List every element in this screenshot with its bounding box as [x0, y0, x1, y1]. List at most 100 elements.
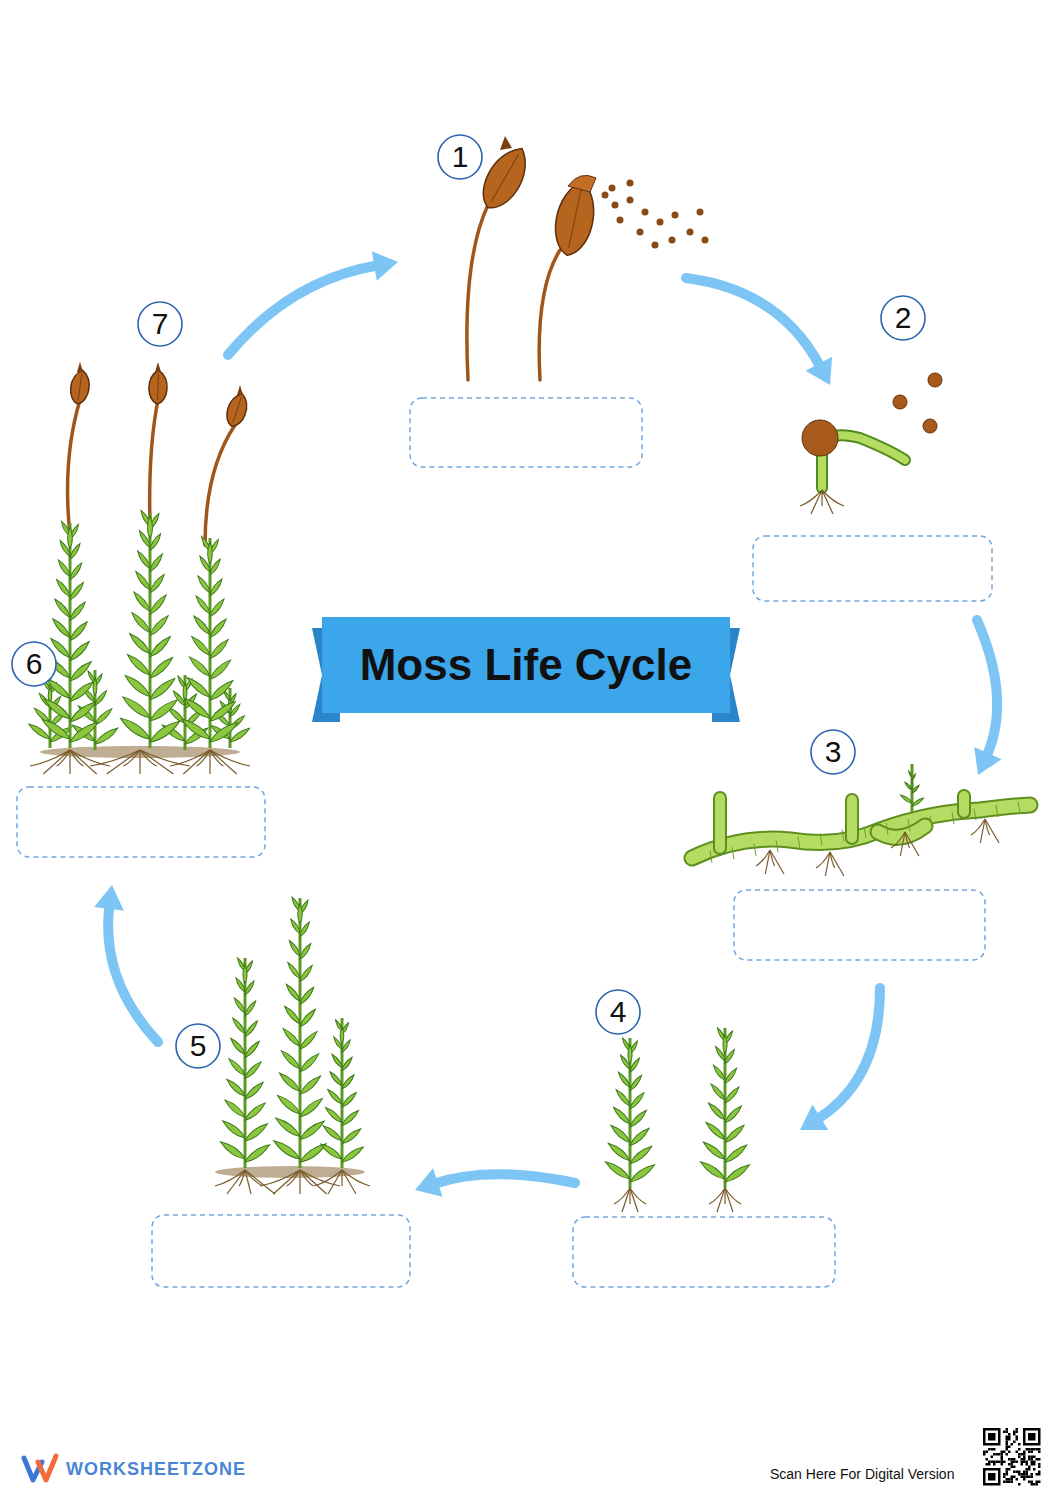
moss-leaf: [40, 716, 72, 742]
rhizoid: [770, 850, 775, 866]
rhizoid: [830, 852, 844, 876]
qr-module: [1033, 1468, 1036, 1471]
moss-leaf: [68, 581, 85, 601]
moss-leaf: [277, 1071, 302, 1094]
cell-wall: [974, 809, 976, 821]
moss-leaf: [243, 965, 247, 985]
moss-leaf: [121, 694, 153, 721]
protonema-filament: [692, 805, 1030, 858]
cell-wall: [886, 823, 888, 835]
cycle-arrow-head: [372, 251, 398, 281]
moss-leaf: [147, 516, 152, 539]
footer-note: Scan Here For Digital Version: [770, 1466, 954, 1482]
moss-leaf: [68, 719, 100, 745]
moss-leaf: [148, 573, 166, 595]
moss-leaf: [614, 1088, 632, 1107]
qr-module: [1006, 1453, 1009, 1456]
qr-module: [1031, 1448, 1034, 1451]
moss-leaf: [341, 1056, 354, 1072]
qr-module: [991, 1456, 994, 1459]
rhizoid: [822, 490, 833, 514]
moss-leaf: [136, 550, 152, 570]
qr-module: [993, 1448, 996, 1451]
qr-module: [1013, 1476, 1016, 1479]
qr-module: [1001, 1451, 1004, 1454]
spore: [642, 209, 649, 216]
protonema-bud: [713, 798, 727, 848]
cell-wall: [930, 816, 932, 828]
qr-module: [1023, 1473, 1026, 1476]
qr-module: [1028, 1466, 1031, 1469]
qr-module: [1021, 1453, 1024, 1456]
rhizoid: [57, 750, 70, 766]
spore: [657, 219, 664, 226]
capsule-stalk: [467, 205, 488, 380]
cycle-arrow-head: [415, 1168, 443, 1196]
qr-module: [1011, 1458, 1014, 1461]
moss-leaf: [221, 1118, 247, 1140]
protonema-filament: [878, 826, 925, 837]
qr-module: [1026, 1473, 1029, 1476]
moss-leaf: [148, 614, 171, 638]
leafy-shoot: [180, 535, 240, 748]
rhizoid: [299, 1170, 300, 1194]
capsule-stalk: [150, 400, 158, 525]
moss-leaf: [208, 658, 233, 682]
cycle-arrow-line: [686, 278, 821, 367]
qr-module: [1028, 1448, 1031, 1451]
capsule-stalk: [205, 425, 235, 545]
spore-capsule: [474, 140, 537, 215]
moss-leaf: [298, 1096, 325, 1119]
spore: [923, 419, 937, 433]
moss-leaf: [279, 1049, 302, 1071]
qr-module: [1006, 1431, 1009, 1434]
rhizoid: [825, 852, 830, 876]
qr-module: [1038, 1481, 1041, 1484]
qr-module: [1008, 1451, 1011, 1454]
qr-finder: [1026, 1431, 1039, 1444]
moss-leaf: [208, 578, 224, 598]
qr-module: [1031, 1456, 1034, 1459]
moss-leaf: [185, 675, 212, 700]
spore: [702, 237, 709, 244]
qr-module: [1021, 1461, 1024, 1464]
moss-stem: [341, 1018, 344, 1168]
moss-leaf: [243, 1000, 257, 1017]
qr-module: [1016, 1436, 1019, 1439]
moss-leaf: [56, 559, 71, 578]
qr-module: [1006, 1428, 1009, 1431]
qr-module: [1031, 1458, 1034, 1461]
plant-drawings: [27, 136, 1030, 1212]
number-circle: [881, 296, 925, 340]
moss-leaf: [208, 542, 213, 564]
moss-stem: [299, 898, 302, 1168]
moss-leaf: [68, 699, 98, 724]
moss-leaf: [68, 620, 89, 643]
rhizoid: [239, 1170, 245, 1186]
qr-module: [1016, 1431, 1019, 1434]
qr-module: [1006, 1441, 1009, 1444]
cell-wall: [732, 847, 734, 859]
qr-module: [1023, 1451, 1026, 1454]
protonema-filament: [878, 826, 925, 837]
moss-leaf: [723, 1162, 751, 1185]
rhizoid: [140, 750, 190, 766]
cycle-arrows: [94, 251, 1001, 1196]
qr-module: [1001, 1456, 1004, 1459]
qr-module: [1013, 1433, 1016, 1436]
capsule-line: [491, 154, 518, 201]
qr-module: [1036, 1481, 1039, 1484]
rhizoid: [139, 750, 140, 774]
moss-leaf: [208, 617, 228, 639]
moss-leaf: [298, 1118, 326, 1142]
qr-module: [1018, 1443, 1021, 1446]
qr-module: [1026, 1471, 1029, 1474]
cell-wall: [776, 840, 778, 852]
spore-capsule: [223, 391, 251, 429]
logo-stroke: [38, 1456, 56, 1480]
qr-module: [1011, 1466, 1014, 1469]
rhizoid: [342, 1170, 370, 1186]
rhizoid: [900, 832, 905, 856]
qr-module: [1013, 1441, 1016, 1444]
moss-leaf: [243, 1121, 269, 1143]
